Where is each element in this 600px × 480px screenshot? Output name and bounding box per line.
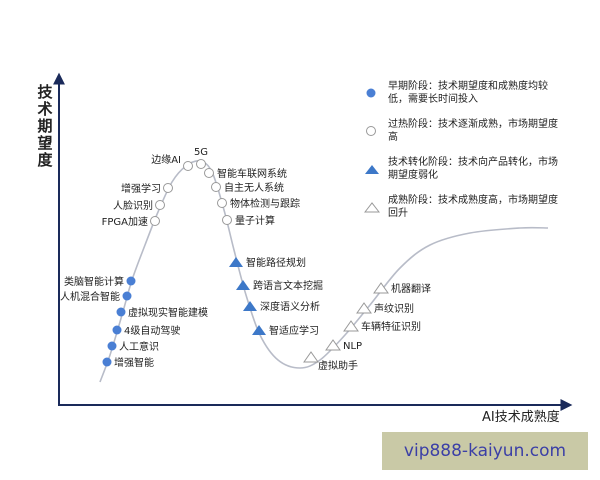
point-label: 量子计算 bbox=[235, 214, 275, 227]
hollow-circle-icon bbox=[150, 216, 160, 226]
hollow-circle-icon bbox=[163, 183, 173, 193]
point-label: 物体检测与跟踪 bbox=[230, 197, 300, 210]
point-label: 车辆特征识别 bbox=[361, 320, 421, 333]
point-label: 增强学习 bbox=[121, 182, 161, 195]
hollow-triangle-icon bbox=[356, 302, 372, 314]
point-label: 人脸识别 bbox=[113, 199, 153, 212]
hollow-circle-icon bbox=[217, 198, 227, 208]
point-label: 人机混合智能 bbox=[60, 290, 120, 303]
point-label: 跨语言文本挖掘 bbox=[253, 279, 323, 292]
x-axis-label: AI技术成熟度 bbox=[482, 410, 560, 425]
point-label: 自主无人系统 bbox=[224, 181, 284, 194]
point-label: 边缘AI bbox=[151, 153, 181, 166]
y-axis-label: 技术期望度 bbox=[37, 83, 53, 169]
point-label: 虚拟助手 bbox=[318, 359, 358, 372]
hollow-triangle-icon bbox=[303, 351, 319, 363]
hollow-circle-icon bbox=[183, 161, 193, 171]
legend-item-hype: 过热阶段：技术逐渐成熟，市场期望度高 bbox=[360, 118, 560, 156]
point-label: 智能路径规划 bbox=[246, 256, 306, 269]
filled-triangle-icon bbox=[229, 257, 243, 267]
legend-item-transition: 技术转化阶段：技术向产品转化，市场期望度弱化 bbox=[360, 156, 560, 194]
filled-circle-icon bbox=[112, 325, 122, 335]
point-label: 机器翻译 bbox=[391, 282, 431, 295]
hype-curve bbox=[99, 159, 549, 383]
filled-circle-icon bbox=[107, 341, 117, 351]
point-label: 深度语义分析 bbox=[260, 300, 320, 313]
legend-label: 过热阶段：技术逐渐成熟，市场期望度高 bbox=[388, 119, 558, 143]
watermark: vip888-kaiyun.com bbox=[382, 432, 588, 470]
point-label: FPGA加速 bbox=[102, 216, 148, 228]
hollow-triangle-icon bbox=[325, 339, 341, 351]
legend-item-early: 早期阶段：技术期望度和成熟度均较低，需要长时间投入 bbox=[360, 80, 560, 118]
hollow-circle-icon bbox=[211, 182, 221, 192]
hollow-circle-icon bbox=[222, 215, 232, 225]
hollow-triangle-icon bbox=[373, 282, 389, 294]
legend-label: 早期阶段：技术期望度和成熟度均较低，需要长时间投入 bbox=[388, 81, 548, 105]
filled-circle-icon bbox=[122, 291, 132, 301]
point-label: 增强智能 bbox=[114, 356, 154, 369]
legend-item-mature: 成熟阶段：技术成熟度高，市场期望度回升 bbox=[360, 194, 560, 232]
hollow-circle-icon bbox=[204, 168, 214, 178]
point-label: 人工意识 bbox=[119, 340, 159, 353]
point-label: 虚拟现实智能建模 bbox=[128, 306, 208, 319]
point-label: NLP bbox=[343, 341, 362, 352]
hollow-triangle-icon bbox=[364, 202, 380, 213]
hollow-circle-icon bbox=[155, 200, 165, 210]
filled-triangle-icon bbox=[252, 325, 266, 335]
point-label: 智适应学习 bbox=[269, 324, 319, 337]
filled-circle-icon bbox=[102, 357, 112, 367]
filled-circle-icon bbox=[126, 276, 136, 286]
filled-circle-icon bbox=[116, 307, 126, 317]
point-label: 4级自动驾驶 bbox=[124, 324, 180, 337]
filled-circle-icon bbox=[366, 88, 376, 98]
point-label: 类脑智能计算 bbox=[64, 275, 124, 288]
point-label: 智能车联网系统 bbox=[217, 167, 287, 180]
legend-label: 技术转化阶段：技术向产品转化，市场期望度弱化 bbox=[388, 157, 558, 181]
point-label: 5G bbox=[194, 147, 208, 158]
filled-triangle-icon bbox=[243, 301, 257, 311]
legend-label: 成熟阶段：技术成熟度高，市场期望度回升 bbox=[388, 195, 558, 219]
hollow-circle-icon bbox=[196, 159, 206, 169]
point-label: 声纹识别 bbox=[374, 302, 414, 315]
hollow-triangle-icon bbox=[343, 320, 359, 332]
legend: 早期阶段：技术期望度和成熟度均较低，需要长时间投入 过热阶段：技术逐渐成熟，市场… bbox=[360, 80, 560, 232]
hollow-circle-icon bbox=[366, 126, 376, 136]
filled-triangle-icon bbox=[365, 165, 379, 174]
filled-triangle-icon bbox=[236, 280, 250, 290]
